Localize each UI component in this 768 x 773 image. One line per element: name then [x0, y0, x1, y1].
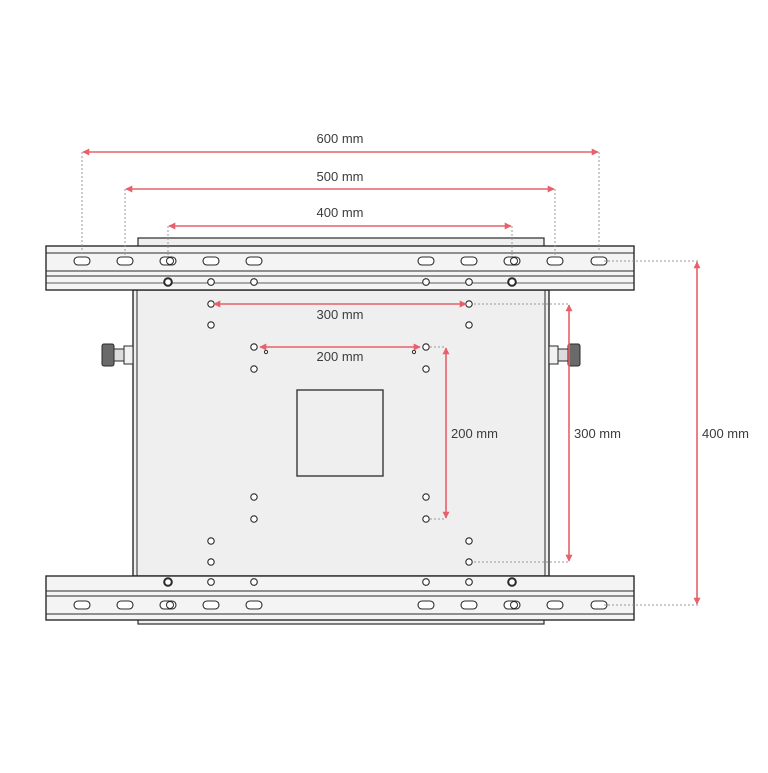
label-200-vertical: 200 mm — [451, 426, 498, 441]
plate-hole — [207, 537, 215, 545]
top-rail — [45, 245, 635, 291]
plate-hole — [465, 558, 473, 566]
rail-slot — [116, 256, 134, 266]
rail-slot-ring — [166, 601, 174, 609]
rail-slot — [503, 256, 521, 266]
rail-slot — [546, 256, 564, 266]
plate-hole — [422, 493, 430, 501]
plate-hole — [207, 558, 215, 566]
rail-hole — [507, 277, 517, 287]
plate-pin — [411, 349, 417, 355]
bottom-rail-slots — [73, 600, 608, 610]
rail-slot — [245, 256, 263, 266]
rail-hole — [250, 278, 258, 286]
rail-slot — [159, 600, 177, 610]
rail-slot — [590, 256, 608, 266]
center-cutout — [296, 389, 384, 477]
plate-holes — [207, 300, 473, 566]
dimension-arrows — [82, 148, 701, 605]
bottom-rail — [45, 575, 635, 621]
rail-hole — [207, 278, 215, 286]
right-knob — [548, 343, 581, 367]
back-plate — [132, 237, 550, 625]
plate-pin — [263, 349, 269, 355]
rail-hole — [163, 277, 173, 287]
rail-hole — [422, 278, 430, 286]
plate-hole — [465, 321, 473, 329]
plate-hole — [207, 321, 215, 329]
rail-hole — [422, 578, 430, 586]
plate-hole — [465, 300, 473, 308]
plate-hole — [250, 365, 258, 373]
rail-hole — [250, 578, 258, 586]
label-400-horizontal: 400 mm — [317, 205, 364, 220]
rail-slot — [546, 600, 564, 610]
rail-slot — [73, 256, 91, 266]
label-300-vertical: 300 mm — [574, 426, 621, 441]
plate-hole — [465, 537, 473, 545]
rail-slot — [202, 600, 220, 610]
top-rail-slots — [73, 256, 608, 266]
rail-hole — [163, 577, 173, 587]
rail-slot — [417, 600, 435, 610]
rail-slot-ring — [510, 257, 518, 265]
rail-slot — [417, 256, 435, 266]
left-knob — [101, 343, 134, 367]
rail-slot — [159, 256, 177, 266]
label-300-horizontal: 300 mm — [317, 307, 364, 322]
dimension-labels: 600 mm 500 mm 400 mm 300 mm 200 mm 200 m… — [317, 131, 749, 441]
rail-hole — [465, 278, 473, 286]
plate-hole — [250, 515, 258, 523]
rail-slot-ring — [510, 601, 518, 609]
rail-slot-ring — [166, 257, 174, 265]
label-200-horizontal: 200 mm — [317, 349, 364, 364]
label-500: 500 mm — [317, 169, 364, 184]
plate-hole — [250, 493, 258, 501]
rail-slot — [503, 600, 521, 610]
rail-slot — [460, 600, 478, 610]
plate-hole — [422, 365, 430, 373]
rail-hole — [465, 578, 473, 586]
label-600: 600 mm — [317, 131, 364, 146]
rail-slot — [73, 600, 91, 610]
plate-hole — [422, 343, 430, 351]
plate-hole — [422, 515, 430, 523]
rail-slot — [202, 256, 220, 266]
plate-hole — [250, 343, 258, 351]
rail-slot — [116, 600, 134, 610]
rail-slot — [460, 256, 478, 266]
label-400-vertical: 400 mm — [702, 426, 749, 441]
guide-lines — [81, 152, 698, 606]
rail-slot — [590, 600, 608, 610]
rail-hole — [507, 577, 517, 587]
rail-slot — [245, 600, 263, 610]
bottom-rail-holes — [163, 577, 517, 587]
plate-hole — [207, 300, 215, 308]
top-rail-holes — [163, 277, 517, 287]
rail-hole — [207, 578, 215, 586]
